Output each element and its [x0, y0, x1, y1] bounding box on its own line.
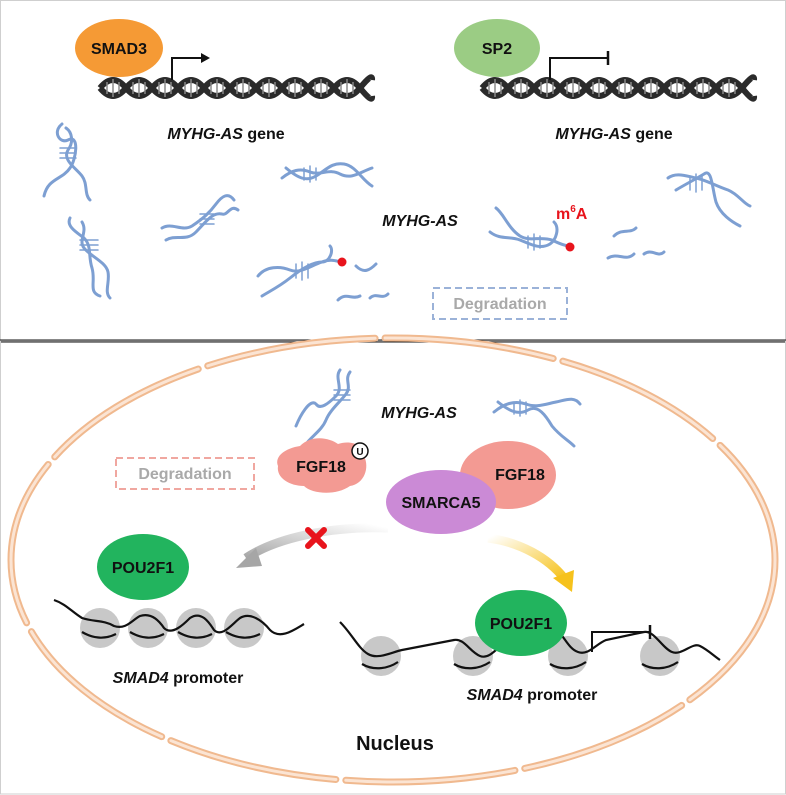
rna-label-bottom: MYHG-AS — [381, 405, 457, 422]
smad3-factor — [75, 19, 163, 77]
ubiquitin-symbol: U — [356, 447, 363, 458]
transcription-arrow-head — [201, 53, 210, 63]
promoter-repression-symbol — [591, 631, 650, 652]
m6a-dot-right — [565, 242, 575, 252]
m6a-label: m6A — [556, 204, 588, 223]
nucleosome-array-left — [53, 598, 305, 648]
dna-helix-right — [479, 74, 758, 102]
sp2-label: SP2 — [482, 41, 512, 58]
left-promoter-label: SMAD4 promoter — [113, 670, 244, 687]
m6a-dot-left — [337, 257, 347, 267]
nucleosome-array-right — [339, 621, 721, 676]
fgf18-ubiquitinated-label: FGF18 — [296, 459, 346, 476]
lncrna-bound-fgf18 — [294, 368, 352, 446]
pou2f1-left — [97, 534, 189, 600]
block-x-icon — [305, 527, 327, 549]
fgf18-label: FGF18 — [495, 467, 545, 484]
degradation-label-bottom: Degradation — [138, 466, 231, 483]
lncrna-molecule-6 — [488, 206, 572, 251]
nuclear-envelope — [7, 334, 779, 786]
pou2f1-left-label: POU2F1 — [112, 560, 174, 577]
left-gene-label: MYHG-AS gene — [167, 126, 284, 143]
degradation-box-top — [432, 287, 568, 320]
right-promoter-label: SMAD4 promoter — [467, 687, 598, 704]
degradation-label-top: Degradation — [453, 296, 546, 313]
pou2f1-right — [475, 590, 567, 656]
smad3-label: SMAD3 — [91, 41, 147, 58]
rna-fragments-left — [336, 262, 390, 302]
lncrna-free-nucleus — [492, 397, 582, 448]
lncrna-molecule-4 — [280, 162, 374, 188]
ubiquitin-icon — [351, 442, 369, 460]
blocked-arrow-head — [236, 548, 262, 568]
blocked-recruitment-arrow — [243, 523, 389, 562]
transcription-block-symbol — [549, 57, 608, 80]
lncrna-molecule-5 — [256, 244, 344, 298]
lncrna-molecule-3 — [160, 194, 240, 242]
rna-label-top: MYHG-AS — [382, 213, 458, 230]
right-gene-label: MYHG-AS gene — [555, 126, 672, 143]
smarca5-label: SMARCA5 — [401, 495, 480, 512]
lncrna-molecule-1 — [42, 122, 92, 202]
rna-fragments-right — [606, 226, 666, 260]
sp2-factor — [454, 19, 540, 77]
transcription-start-arrow — [171, 57, 203, 80]
dna-helix-left — [97, 74, 376, 102]
recruitment-arrow-head — [553, 570, 574, 592]
pou2f1-right-label: POU2F1 — [490, 616, 552, 633]
smarca5-protein — [386, 470, 496, 534]
degradation-box-bottom — [115, 457, 255, 490]
fgf18-ubiquitinated-blob — [277, 438, 367, 493]
nucleus-label: Nucleus — [356, 733, 434, 755]
recruitment-arrow — [487, 533, 568, 581]
lncrna-molecule-2 — [67, 216, 112, 300]
lncrna-molecule-7 — [666, 171, 752, 228]
